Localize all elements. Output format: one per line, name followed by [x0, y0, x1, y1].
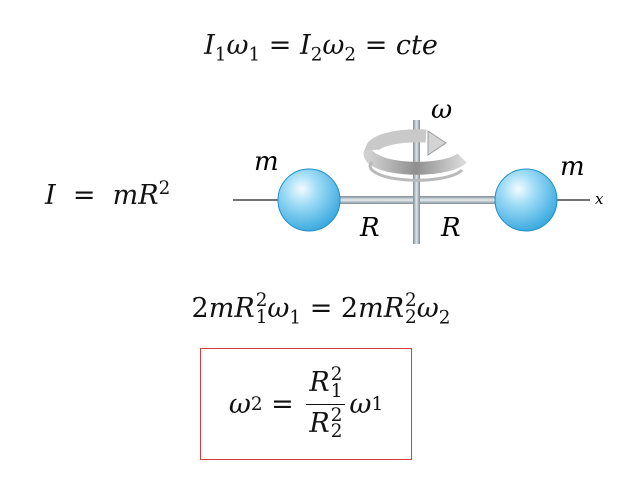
left-mass-label: m [254, 147, 279, 177]
eq-subscript: 1 [371, 393, 384, 415]
eq-exponent: 2 [158, 178, 171, 199]
eq-subscript: 1 [289, 307, 302, 329]
eq-symbol: m [358, 293, 384, 325]
eq-symbol: m [112, 180, 139, 211]
eq-operator: = [309, 293, 333, 325]
eq-subscript: 2 [330, 421, 343, 443]
left-radius-label: R [359, 213, 380, 243]
eq-symbol: R [383, 293, 405, 325]
eq-exponent: 2 [255, 290, 268, 311]
eq-operator: = [364, 30, 388, 61]
eq-exponent: 2 [405, 290, 417, 311]
eq-operator: = [271, 388, 294, 420]
eq-exponent: 2 [330, 404, 343, 426]
conservation-equation: I1ω1 = I2ω2 = cte [0, 30, 642, 65]
omega-axis-label: ω [431, 95, 452, 125]
eq-symbol: R [234, 293, 255, 325]
inertia-equation: I = mR2 [45, 178, 170, 211]
rotation-axis-rod [413, 120, 420, 244]
eq-subscript: 2 [250, 393, 263, 415]
x-axis-label: x [595, 190, 604, 208]
eq-symbol: ω [228, 388, 251, 420]
eq-subscript: 2 [438, 307, 451, 329]
right-mass-label: m [560, 152, 585, 182]
right-radius-label: R [440, 213, 461, 243]
eq-symbol: I [300, 30, 311, 61]
eq-subscript: 2 [405, 306, 417, 328]
rotation-arrow-icon [363, 129, 467, 182]
eq-subscript: 2 [310, 44, 323, 66]
eq-subscript: 1 [330, 380, 343, 402]
eq-coefficient: 2 [191, 293, 209, 325]
left-mass-sphere [277, 168, 341, 232]
eq-subscript: 1 [214, 44, 227, 66]
eq-symbol: I [45, 180, 56, 211]
eq-coefficient: 2 [340, 293, 359, 325]
eq-symbol: R [309, 367, 330, 399]
eq-symbol: ω [322, 30, 345, 61]
eq-symbol: R [138, 180, 159, 211]
rotation-axis-rod-front [413, 195, 420, 244]
eq-subscript: 2 [344, 44, 357, 66]
eq-exponent: 2 [330, 364, 343, 386]
eq-symbol: ω [267, 293, 290, 325]
right-mass-sphere [494, 168, 558, 232]
eq-symbol: ω [349, 388, 372, 420]
eq-subscript: 1 [255, 306, 268, 328]
eq-symbol: ω [416, 293, 439, 325]
eq-symbol: m [208, 293, 235, 325]
eq-operator: = [72, 180, 96, 211]
eq-operator: = [268, 30, 292, 61]
eq-symbol: R [309, 407, 330, 439]
eq-subscript: 1 [248, 44, 261, 66]
eq-symbol: cte [395, 30, 438, 61]
eq-symbol: I [204, 30, 215, 61]
eq-symbol: ω [226, 30, 249, 61]
